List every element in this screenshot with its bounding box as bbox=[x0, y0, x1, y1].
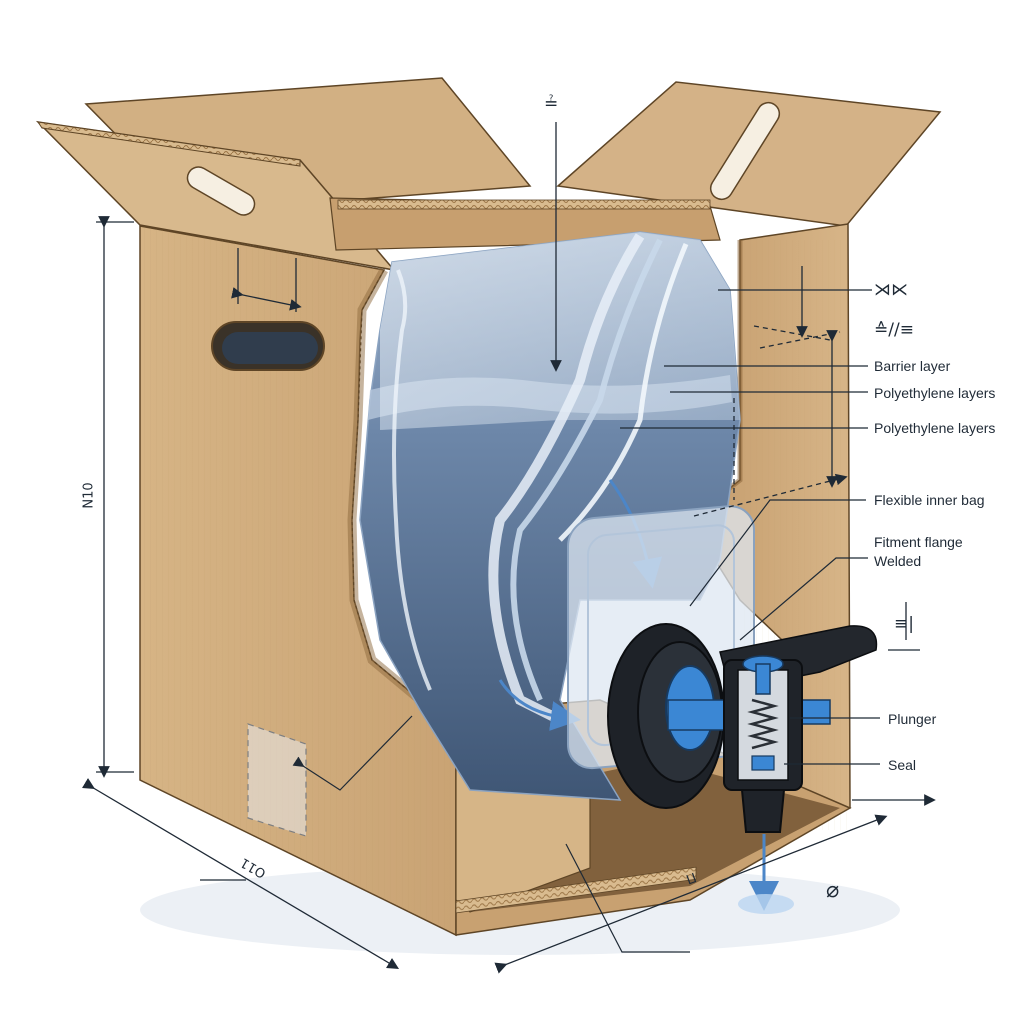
symbol-top-right-1: ⋊⋉ bbox=[874, 280, 908, 300]
label-polyethylene-layers-1: Polyethylene layers bbox=[874, 385, 996, 401]
label-welded: Welded bbox=[874, 553, 922, 569]
symbol-top-right-2: ≙//≡ bbox=[874, 320, 914, 340]
symbol-top-center: ≟ bbox=[544, 94, 559, 114]
label-seal: Seal bbox=[888, 757, 917, 773]
inner-bag bbox=[359, 231, 741, 801]
label-plunger: Plunger bbox=[888, 711, 937, 727]
box-flaps bbox=[35, 77, 942, 272]
label-polyethylene-layers-2: Polyethylene layers bbox=[874, 420, 996, 436]
leader-lines bbox=[292, 289, 880, 953]
label-fitment-flange: Fitment flange bbox=[874, 534, 963, 550]
dimension-lines bbox=[81, 122, 936, 974]
diameter-symbol: ⌀ bbox=[826, 878, 840, 903]
dimension-height: Ν10 bbox=[81, 482, 97, 509]
label-barrier-layer: Barrier layer bbox=[874, 358, 951, 374]
symbol-right-mid: ≡| bbox=[894, 614, 914, 634]
box-front-wall bbox=[139, 225, 457, 937]
label-flexible-inner-bag: Flexible inner bag bbox=[874, 492, 985, 508]
